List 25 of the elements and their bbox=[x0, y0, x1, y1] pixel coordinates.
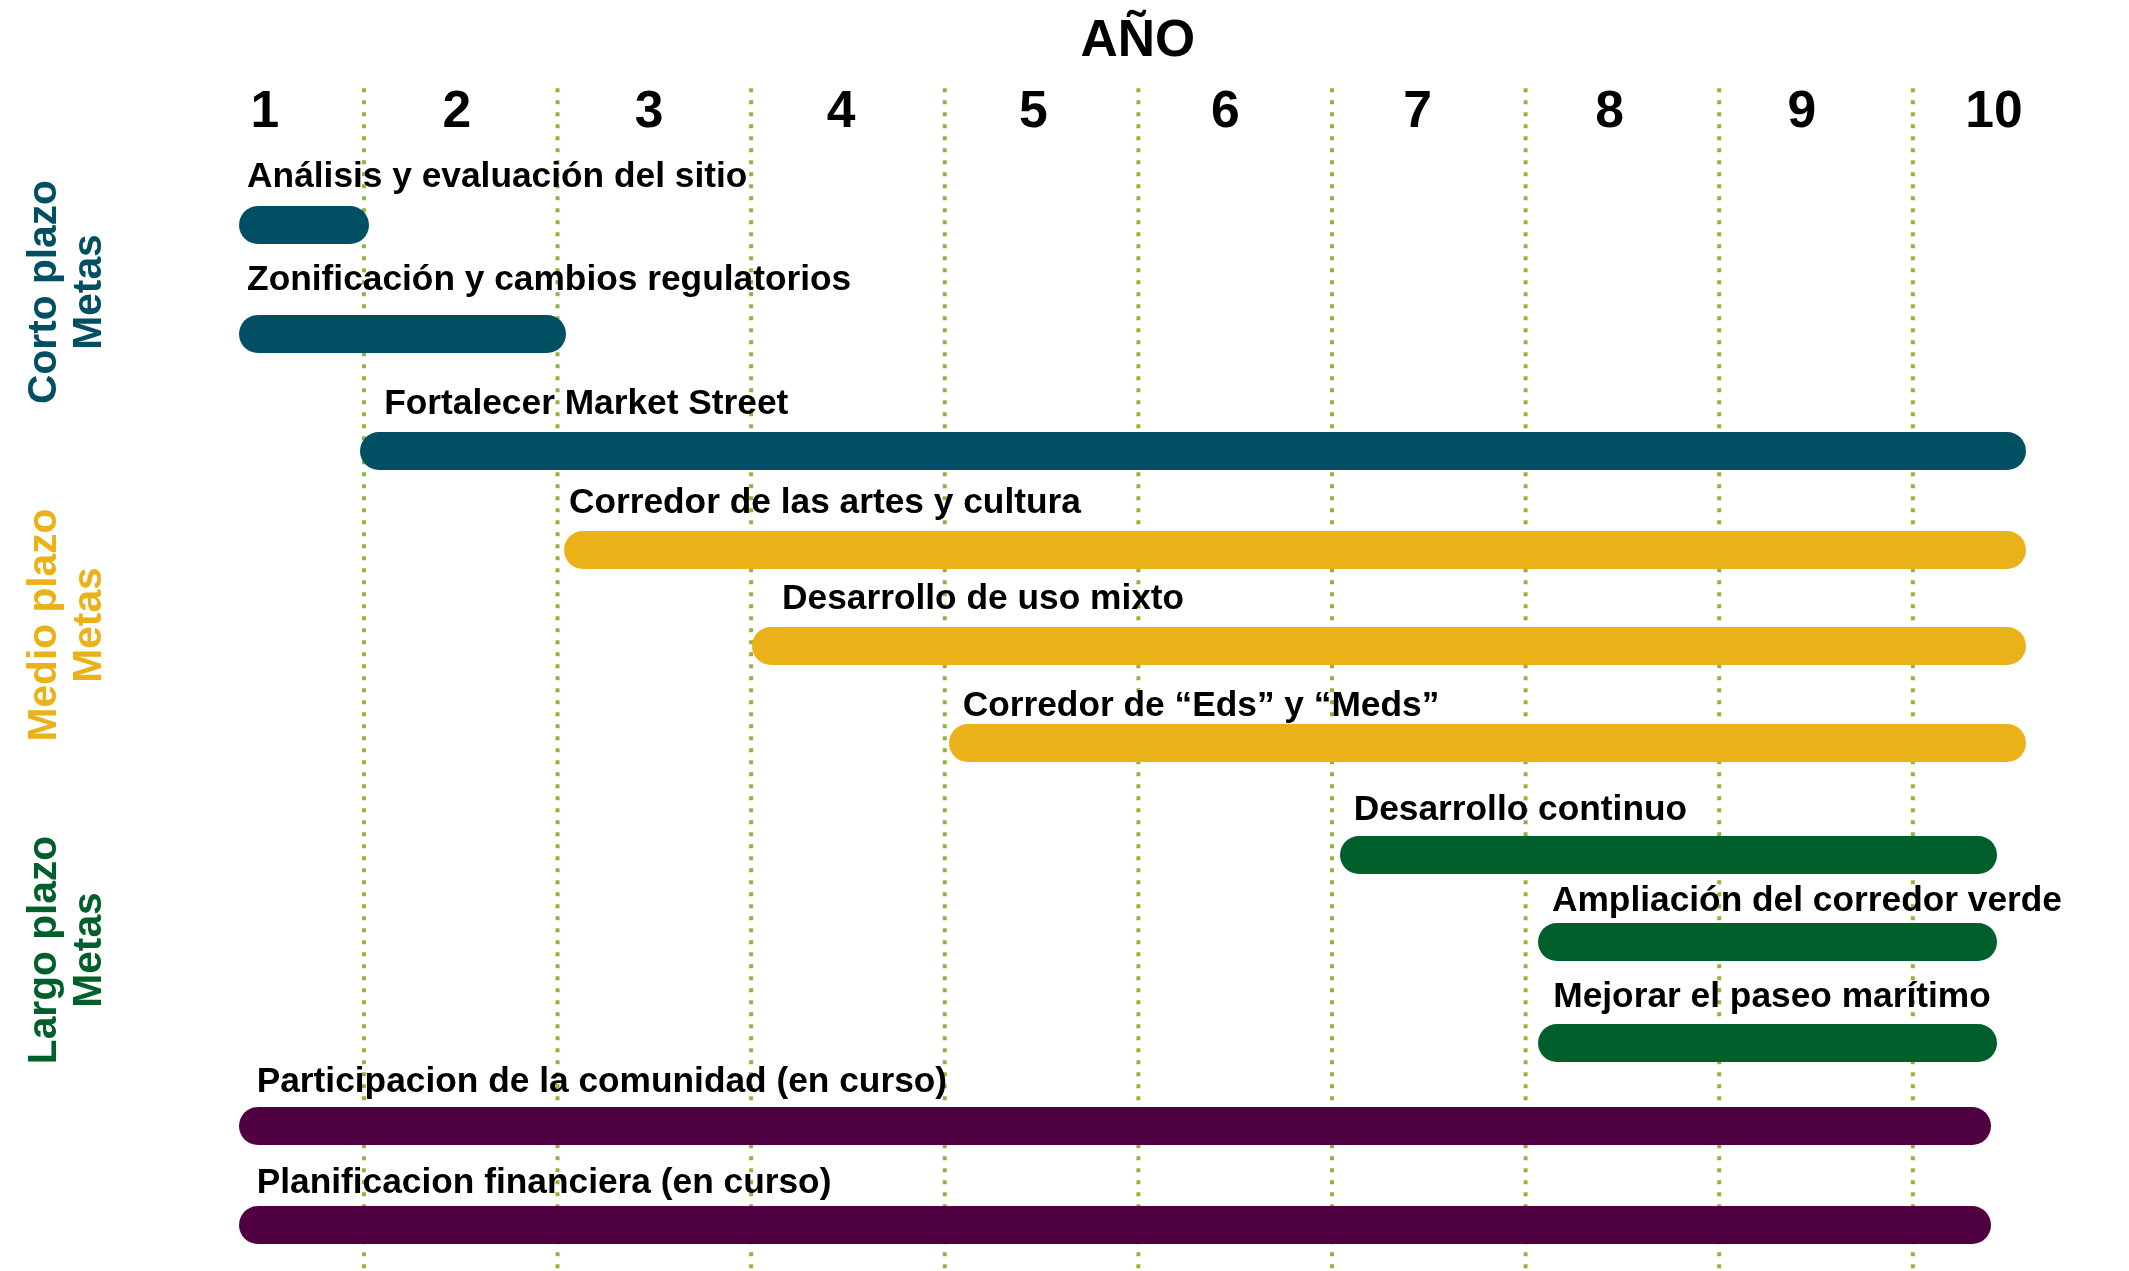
year-number: 7 bbox=[1403, 78, 1432, 139]
task-label: Desarrollo continuo bbox=[1353, 787, 1688, 828]
task-label: Fortalecer Market Street bbox=[384, 381, 789, 422]
task-label: Participacion de la comunidad (en curso) bbox=[256, 1060, 948, 1101]
task-label: Mejorar el paseo marítimo bbox=[1553, 974, 1991, 1015]
task-label: Análisis y evaluación del sitio bbox=[247, 154, 748, 195]
task-label: Corredor de “Eds” y “Meds” bbox=[962, 684, 1440, 725]
group-label: Medio plazo Metas bbox=[20, 507, 110, 743]
year-number: 10 bbox=[1965, 78, 2023, 139]
task-label: Corredor de las artes y cultura bbox=[568, 480, 1081, 521]
year-number: 6 bbox=[1211, 78, 1240, 139]
year-number: 3 bbox=[634, 78, 664, 139]
group-label: Largo plazo Metas bbox=[20, 835, 110, 1067]
year-number: 9 bbox=[1787, 78, 1817, 139]
year-number: 1 bbox=[250, 78, 280, 139]
task-label: Zonificación y cambios regulatorios bbox=[247, 258, 852, 298]
year-number: 4 bbox=[826, 78, 856, 139]
task-label: Ampliación del corredor verde bbox=[1552, 878, 2062, 919]
group-label: Corto plazo Metas bbox=[20, 179, 110, 406]
task-label: Planificacion financiera (en curso) bbox=[256, 1160, 832, 1201]
year-number: 8 bbox=[1595, 78, 1624, 139]
task-label: Desarrollo de uso mixto bbox=[782, 577, 1185, 618]
axis-title: AÑO bbox=[1080, 8, 1196, 69]
year-number: 2 bbox=[442, 78, 472, 139]
year-number: 5 bbox=[1018, 78, 1048, 139]
